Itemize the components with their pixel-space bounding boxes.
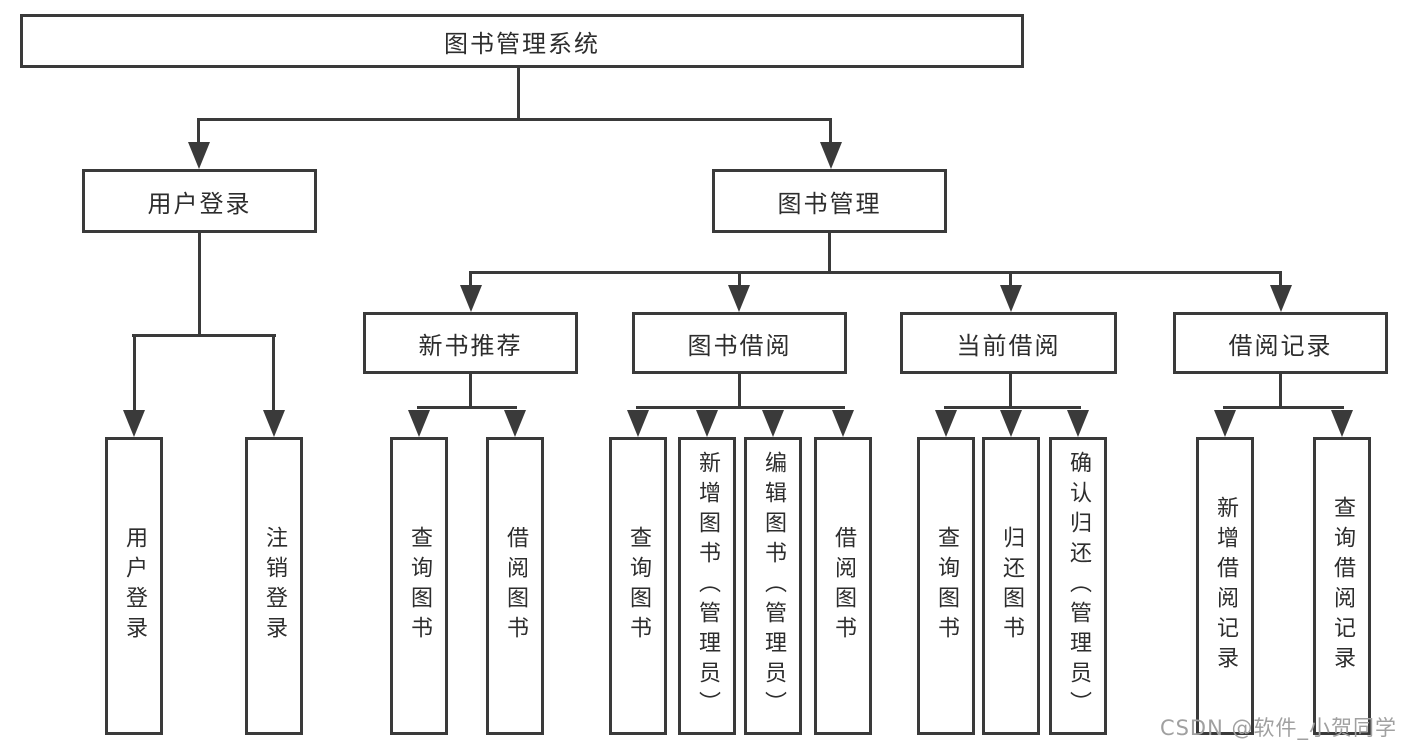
connector-line (1009, 274, 1012, 287)
leaf-add-books-admin: 新增图书（管理员） (678, 437, 736, 735)
leaf-query-borrow-record: 查询借阅记录 (1313, 437, 1371, 735)
leaf-query-books-recommend: 查询图书 (390, 437, 448, 735)
leaf-label: 注销登录 (262, 526, 287, 646)
connector-line (1009, 374, 1012, 408)
arrowhead-down-icon (820, 142, 842, 169)
leaf-label: 新增借阅记录 (1213, 496, 1238, 676)
arrowhead-down-icon (728, 285, 750, 312)
leaf-label: 查询图书 (934, 526, 959, 646)
leaf-add-borrow-record: 新增借阅记录 (1196, 437, 1254, 735)
arrowhead-down-icon (935, 410, 957, 437)
connector-line (197, 121, 200, 144)
leaf-return-books: 归还图书 (982, 437, 1040, 735)
connector-line (197, 118, 832, 121)
node-new-book-recommend: 新书推荐 (363, 312, 578, 374)
leaf-label: 编辑图书（管理员） (761, 451, 786, 721)
leaf-logout: 注销登录 (245, 437, 303, 735)
node-label: 图书管理 (777, 189, 882, 218)
node-user-login: 用户登录 (82, 169, 317, 233)
connector-line (828, 233, 831, 274)
connector-line (517, 66, 520, 119)
connector-line (738, 274, 741, 287)
node-label: 图书管理系统 (444, 29, 600, 58)
leaf-label: 查询借阅记录 (1330, 496, 1355, 676)
connector-line (738, 374, 741, 408)
arrowhead-down-icon (123, 410, 145, 437)
node-label: 借阅记录 (1228, 331, 1333, 360)
csdn-watermark: CSDN @软件_小贺同学 (1159, 716, 1397, 740)
arrowhead-down-icon (460, 285, 482, 312)
arrowhead-down-icon (188, 142, 210, 169)
arrowhead-down-icon (696, 410, 718, 437)
arrowhead-down-icon (1000, 285, 1022, 312)
connector-line (636, 406, 845, 409)
connector-line (469, 374, 472, 408)
node-book-management: 图书管理 (712, 169, 947, 233)
leaf-query-books-borrow: 查询图书 (609, 437, 667, 735)
node-label: 新书推荐 (418, 331, 523, 360)
connector-line (944, 406, 1081, 409)
connector-line (469, 271, 1282, 274)
arrowhead-down-icon (832, 410, 854, 437)
arrowhead-down-icon (1331, 410, 1353, 437)
arrowhead-down-icon (408, 410, 430, 437)
node-current-borrow: 当前借阅 (900, 312, 1117, 374)
leaf-label: 借阅图书 (831, 526, 856, 646)
node-label: 当前借阅 (956, 331, 1061, 360)
node-borrow-records: 借阅记录 (1173, 312, 1388, 374)
connector-line (1223, 406, 1344, 409)
connector-line (829, 121, 832, 144)
connector-line (469, 274, 472, 287)
leaf-query-books-current: 查询图书 (917, 437, 975, 735)
leaf-label: 查询图书 (626, 526, 651, 646)
leaf-borrow-books-recommend: 借阅图书 (486, 437, 544, 735)
leaf-label: 用户登录 (122, 526, 147, 646)
node-book-borrow: 图书借阅 (632, 312, 847, 374)
node-root-system: 图书管理系统 (20, 14, 1024, 68)
arrowhead-down-icon (504, 410, 526, 437)
leaf-confirm-return-admin: 确认归还（管理员） (1049, 437, 1107, 735)
node-label: 图书借阅 (687, 331, 792, 360)
connector-line (1279, 274, 1282, 287)
leaf-label: 借阅图书 (503, 526, 528, 646)
leaf-edit-books-admin: 编辑图书（管理员） (744, 437, 802, 735)
connector-line (272, 337, 275, 412)
arrowhead-down-icon (1067, 410, 1089, 437)
arrowhead-down-icon (1214, 410, 1236, 437)
leaf-label: 归还图书 (999, 526, 1024, 646)
arrowhead-down-icon (1000, 410, 1022, 437)
connector-line (417, 406, 517, 409)
arrowhead-down-icon (627, 410, 649, 437)
arrowhead-down-icon (762, 410, 784, 437)
leaf-label: 确认归还（管理员） (1066, 451, 1091, 721)
leaf-user-login: 用户登录 (105, 437, 163, 735)
leaf-label: 新增图书（管理员） (695, 451, 720, 721)
leaf-label: 查询图书 (407, 526, 432, 646)
connector-line (132, 334, 276, 337)
leaf-borrow-books: 借阅图书 (814, 437, 872, 735)
connector-line (198, 233, 201, 336)
arrowhead-down-icon (263, 410, 285, 437)
node-label: 用户登录 (147, 189, 252, 218)
arrowhead-down-icon (1270, 285, 1292, 312)
connector-line (133, 337, 136, 412)
connector-line (1279, 374, 1282, 408)
